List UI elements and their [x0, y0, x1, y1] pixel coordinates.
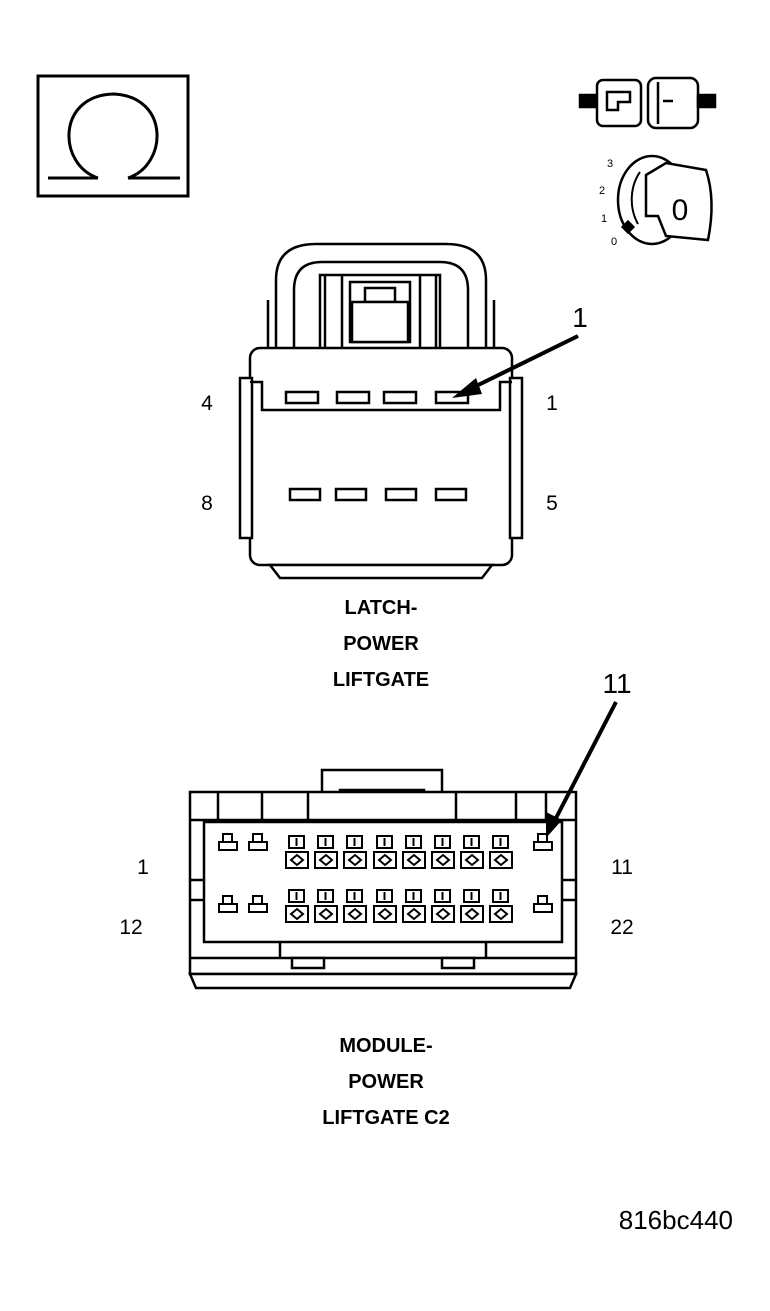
module-cavity	[431, 889, 455, 923]
latch-name-line-2: POWER	[343, 633, 419, 655]
module-cavity	[218, 833, 238, 851]
module-cavity	[489, 889, 513, 923]
disconnected-connector-icon	[578, 76, 717, 130]
latch-connector-body	[248, 346, 514, 567]
ignition-off-icon: 3 2 1 0 0	[599, 154, 713, 248]
module-cavity	[314, 889, 338, 923]
module-pin-label-11: 11	[611, 856, 633, 879]
latch-connector	[238, 242, 524, 580]
module-cavity	[402, 835, 426, 869]
module-cavity	[314, 835, 338, 869]
latch-cavity	[382, 390, 418, 405]
latch-pin-label-8: 8	[201, 492, 213, 515]
latch-cavity	[335, 390, 371, 405]
latch-cavity	[434, 487, 468, 502]
latch-callout-label: 1	[572, 302, 588, 333]
latch-cavity	[434, 390, 470, 405]
module-cavity	[402, 889, 426, 923]
latch-pin-label-5: 5	[546, 492, 558, 515]
latch-cavity	[334, 487, 368, 502]
svg-text:0: 0	[672, 194, 689, 227]
module-cavity	[248, 895, 268, 913]
latch-pin-label-1: 1	[546, 392, 558, 415]
module-cavity	[431, 835, 455, 869]
module-pin-cavities	[218, 833, 553, 923]
svg-text:1: 1	[601, 213, 607, 225]
latch-name-line-3: LIFTGATE	[333, 669, 429, 691]
latch-callout-arrow	[452, 334, 579, 398]
ohmmeter-icon	[36, 74, 190, 198]
module-cavity	[460, 889, 484, 923]
svg-text:3: 3	[607, 158, 613, 170]
module-cavity	[285, 889, 309, 923]
svg-text:2: 2	[599, 185, 605, 197]
module-cavity	[373, 889, 397, 923]
module-cavity	[489, 835, 513, 869]
module-pin-label-12: 12	[119, 916, 142, 939]
module-connector	[188, 768, 578, 990]
module-name-line-2: POWER	[348, 1071, 424, 1093]
latch-pin-label-4: 4	[201, 392, 213, 415]
module-cavity	[533, 833, 553, 851]
module-name-line-3: LIFTGATE C2	[322, 1107, 449, 1129]
module-cavity	[343, 835, 367, 869]
module-cavity	[248, 833, 268, 851]
latch-cavity	[284, 390, 320, 405]
svg-text:0: 0	[611, 236, 617, 248]
module-callout-arrow	[546, 701, 618, 838]
latch-cavity	[288, 487, 322, 502]
latch-cavity	[384, 487, 418, 502]
module-cavity	[218, 895, 238, 913]
module-cavity	[343, 889, 367, 923]
module-name-line-1: MODULE-	[339, 1035, 432, 1057]
latch-name-line-1: LATCH-	[345, 597, 418, 619]
figure-id: 816bc440	[619, 1205, 733, 1235]
module-callout-label: 11	[602, 668, 631, 699]
module-pin-label-1: 1	[137, 856, 149, 879]
module-cavity	[533, 895, 553, 913]
module-cavity	[460, 835, 484, 869]
module-cavity	[285, 835, 309, 869]
module-cavity	[373, 835, 397, 869]
module-pin-label-22: 22	[610, 916, 633, 939]
